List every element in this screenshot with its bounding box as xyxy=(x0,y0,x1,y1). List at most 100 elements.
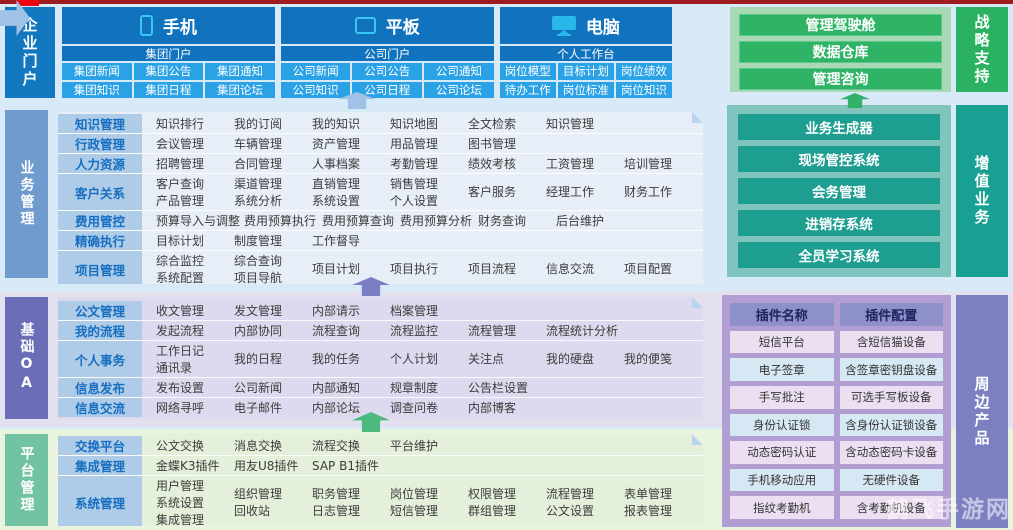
plugin-table-cell: 含签章密钥盘设备 xyxy=(839,358,943,381)
plugin-table-cell: 动态密码认证 xyxy=(730,441,834,464)
sidebar-platform-management: 平台管理 xyxy=(5,434,48,526)
folded-corner-icon xyxy=(692,297,703,308)
enterprise-portal-label: 企业门户 xyxy=(20,16,39,89)
grid-item: 绩效考核 xyxy=(468,156,517,171)
grid-item: 内部通知 xyxy=(312,380,361,395)
row-items: 目标计划制度管理工作督导 xyxy=(142,231,703,250)
portal-columns: 手机集团门户集团新闻集团公告集团通知集团知识集团日程集团论坛平板公司门户公司新闻… xyxy=(62,7,672,98)
row-label: 行政管理 xyxy=(58,134,142,153)
grid-item: 知识排行 xyxy=(156,116,205,131)
row-label: 人力资源 xyxy=(58,154,142,173)
grid-item: 综合监控系统配置 xyxy=(156,253,205,285)
business-management-label: 业务管理 xyxy=(18,160,35,228)
portal-cell: 集团新闻 xyxy=(62,63,132,80)
grid-item: 知识管理 xyxy=(546,116,595,131)
grid-item: 关注点 xyxy=(468,352,505,366)
grid-item: 招聘管理 xyxy=(156,156,205,171)
portal-column: 平板公司门户公司新闻公司公告公司通知公司知识公司日程公司论坛 xyxy=(280,7,494,98)
portal-column: 手机集团门户集团新闻集团公告集团通知集团知识集团日程集团论坛 xyxy=(62,7,275,98)
row-items: 客户查询产品管理渠道管理系统分析直销管理系统设置销售管理个人设置客户服务经理工作… xyxy=(142,174,703,210)
grid-item: 表单管理报表管理 xyxy=(624,487,673,518)
grid-item: 会议管理 xyxy=(156,136,205,151)
grid-item: 发文管理 xyxy=(234,303,283,318)
grid-item: 内部论坛 xyxy=(312,400,361,415)
grid-item: 公告栏设置 xyxy=(468,380,529,395)
grid-item: 直销管理系统设置 xyxy=(312,176,361,208)
grid-item: 费用预算分析 xyxy=(400,213,473,228)
grid-item: 我的订阅 xyxy=(234,116,283,131)
row-label: 信息交流 xyxy=(58,398,142,417)
row-label: 系统管理 xyxy=(58,476,142,529)
grid-item: 内部协同 xyxy=(234,323,283,338)
business-row: 知识管理知识排行我的订阅我的知识知识地图全文检索知识管理 xyxy=(58,114,703,134)
portal-cell: 岗位标准 xyxy=(557,81,614,98)
grid-item: 项目计划 xyxy=(312,262,361,276)
business-row: 项目管理综合监控系统配置综合查询项目导航项目计划项目执行项目流程信息交流项目配置 xyxy=(58,251,703,287)
peripheral-products-label: 周边产品 xyxy=(972,375,991,448)
peripherals-table: 插件名称插件配置短信平台含短信猫设备电子签章含签章密钥盘设备手写批注可选手写板设… xyxy=(730,303,943,519)
grid-item: 流程管理公文设置 xyxy=(546,487,595,518)
plugin-table-cell: 含动态密码卡设备 xyxy=(839,441,943,464)
row-items: 招聘管理合同管理人事档案考勤管理绩效考核工资管理培训管理 xyxy=(142,154,703,173)
grid-item: 考勤管理 xyxy=(390,156,439,171)
tablet-icon xyxy=(354,17,376,34)
oa-row: 我的流程发起流程内部协同流程查询流程监控流程管理流程统计分析 xyxy=(58,321,703,341)
grid-item: 我的便笺 xyxy=(624,352,673,366)
grid-item: 发布设置 xyxy=(156,380,205,395)
plugin-table-cell: 身份认证锁 xyxy=(730,413,834,437)
grid-item: 用品管理 xyxy=(390,136,439,151)
strategy-panel: 管理驾驶舱数据仓库管理咨询 xyxy=(730,7,951,92)
business-row: 行政管理会议管理车辆管理资产管理用品管理图书管理 xyxy=(58,134,703,154)
grid-item: 费用预算查询 xyxy=(322,213,395,228)
row-items: 知识排行我的订阅我的知识知识地图全文检索知识管理 xyxy=(142,114,703,133)
portal-group-header: 个人工作台 xyxy=(499,46,672,61)
grid-item: 个人计划 xyxy=(390,352,439,366)
plugin-table-cell: 含身份认证锁设备 xyxy=(839,413,943,437)
portal-cell: 岗位知识 xyxy=(615,81,672,98)
grid-item: 目标计划 xyxy=(156,233,205,248)
oa-row: 公文管理收文管理发文管理内部请示档案管理 xyxy=(58,301,703,321)
device-header: 平板 xyxy=(280,7,494,44)
sidebar-basic-oa: 基础OA xyxy=(5,297,48,419)
row-label: 信息发布 xyxy=(58,378,142,397)
grid-item: 客户查询产品管理 xyxy=(156,176,205,208)
oa-row: 个人事务工作日记通讯录我的日程我的任务个人计划关注点我的硬盘我的便笺 xyxy=(58,341,703,378)
row-label: 交换平台 xyxy=(58,436,142,455)
plugin-table-cell: 可选手写板设备 xyxy=(839,385,943,409)
grid-item: 我的任务 xyxy=(312,352,361,366)
grid-item: 合同管理 xyxy=(234,156,283,171)
device-label: 电脑 xyxy=(585,18,620,38)
grid-item: 工资管理 xyxy=(546,156,595,171)
grid-item: 流程查询 xyxy=(312,323,361,338)
row-label: 知识管理 xyxy=(58,114,142,133)
grid-item: 流程监控 xyxy=(390,323,439,338)
grid-item: 渠道管理系统分析 xyxy=(234,176,283,208)
valueadd-item: 现场管控系统 xyxy=(738,146,940,172)
grid-item: 规章制度 xyxy=(390,380,439,395)
strategy-item: 管理驾驶舱 xyxy=(739,14,942,36)
grid-item: SAP B1插件 xyxy=(312,458,379,473)
row-label: 费用管控 xyxy=(58,211,142,230)
row-label: 项目管理 xyxy=(58,251,142,287)
row-items: 网络寻呼电子邮件内部论坛调查问卷内部博客 xyxy=(142,398,703,417)
grid-item: 人事档案 xyxy=(312,156,361,171)
business-grid: 知识管理知识排行我的订阅我的知识知识地图全文检索知识管理行政管理会议管理车辆管理… xyxy=(58,112,703,284)
portal-cell: 公司知识 xyxy=(280,81,351,98)
device-label: 平板 xyxy=(385,18,420,38)
oa-row: 信息发布发布设置公司新闻内部通知规章制度公告栏设置 xyxy=(58,378,703,398)
portal-cell: 公司日程 xyxy=(352,81,423,98)
grid-item: 组织管理回收站 xyxy=(234,487,283,518)
portal-cell: 公司公告 xyxy=(352,63,423,80)
row-items: 用户管理系统设置集成管理组织管理回收站职务管理日志管理岗位管理短信管理权限管理群… xyxy=(142,476,703,529)
grid-item: 经理工作 xyxy=(546,185,595,199)
grid-item: 全文检索 xyxy=(468,116,517,131)
plugin-table-cell: 含考勤机设备 xyxy=(839,496,943,519)
oa-row: 信息交流网络寻呼电子邮件内部论坛调查问卷内部博客 xyxy=(58,398,703,417)
row-label: 我的流程 xyxy=(58,321,142,340)
platform-row: 交换平台公文交换消息交换流程交换平台维护 xyxy=(58,436,703,456)
portal-cells: 集团新闻集团公告集团通知集团知识集团日程集团论坛 xyxy=(62,63,275,98)
grid-item: 资产管理 xyxy=(312,136,361,151)
valueadd-item: 进销存系统 xyxy=(738,210,940,236)
